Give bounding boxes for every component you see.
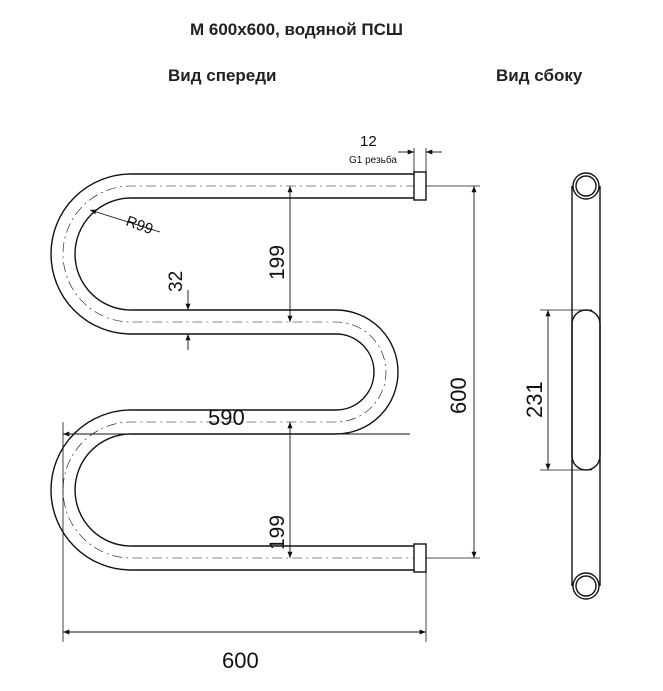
dim-line-r99 xyxy=(89,209,161,233)
side-view-label: Вид сбоку xyxy=(496,66,583,85)
dim-12: 12 xyxy=(360,133,377,150)
dimension-lines xyxy=(63,149,551,635)
side-view xyxy=(571,172,601,600)
side-pipe-top xyxy=(572,172,600,200)
dim-lower-199: 199 xyxy=(266,515,289,550)
pipe-end-bottom xyxy=(413,543,427,573)
front-view-label: Вид спереди xyxy=(168,66,277,85)
dim-600-vertical: 600 xyxy=(446,377,471,414)
dim-590: 590 xyxy=(208,405,245,430)
dim-231: 231 xyxy=(522,381,547,418)
dim-r99: R99 xyxy=(124,213,156,238)
dim-upper-199: 199 xyxy=(266,245,289,280)
tube-outline xyxy=(50,173,416,571)
dim-32: 32 xyxy=(166,271,187,292)
side-pipe-bottom xyxy=(572,572,600,600)
dim-thread: G1 резьба xyxy=(349,154,397,166)
pipe-end-top xyxy=(413,171,427,201)
dim-600-horizontal: 600 xyxy=(222,648,259,673)
drawing-title: М 600x600, водяной ПСШ xyxy=(190,20,404,39)
side-flat-segment xyxy=(571,309,601,471)
